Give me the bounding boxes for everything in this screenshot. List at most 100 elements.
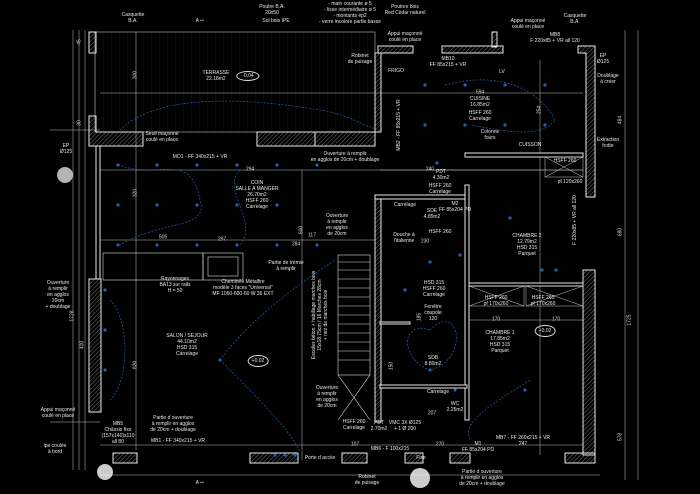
label-window-mb7: MB7 - FF 260x215 + VR 247: [495, 435, 551, 447]
light-point-icon: [315, 163, 319, 167]
section-marker-a: A ⇨: [195, 480, 205, 486]
light-point-icon: [428, 368, 432, 372]
dimension: 1728: [69, 310, 76, 322]
light-point-icon: [218, 358, 222, 362]
dimension: 484: [617, 115, 624, 125]
room-pdt: PDT 4.30m2: [432, 169, 450, 181]
label-ep: EP Ø125: [59, 143, 73, 155]
staircase: [337, 254, 371, 421]
dimension: 400: [79, 340, 86, 350]
light-point-icon: [195, 203, 199, 207]
dimension: 107: [350, 441, 360, 448]
label-fenetre-coupole: Fenêtre coupole 120: [424, 304, 442, 322]
light-point-icon: [554, 268, 558, 272]
light-point-icon: [273, 453, 277, 457]
label-vmc: VMC 3X Ø125 + 1 Ø 200: [388, 420, 422, 432]
label-casquette: Casquette B.A.: [121, 12, 145, 24]
dimension: 284: [291, 241, 301, 248]
label-robinet: Robinet de puisage: [347, 53, 373, 65]
dimension: 170: [551, 316, 561, 323]
room-salle-a-manger: COIN SALLE A MANGER 26.70m2 HSFF 260 Car…: [235, 180, 279, 210]
label-hsff: HSFF 260 Carrelage: [342, 419, 366, 431]
dimension-lines: [50, 30, 639, 480]
label-ouverture: Ouverture à remplir en agglos de 20cm: [325, 213, 349, 237]
level-marker: +0.02: [247, 355, 269, 367]
label-coulee: ipe coulée à bord: [43, 443, 67, 455]
light-point-icon: [403, 288, 407, 292]
room-chambre-2: CHAMBRE 2 12.79m2 HSD 315 Parquet: [512, 233, 542, 257]
label-ep: EP Ø125: [596, 53, 610, 65]
label-window-mb7: F 220x85 + VR all 120: [572, 195, 578, 245]
light-points: [103, 83, 558, 457]
label-window-mb1: MB1 - FF 340x215 + VR: [150, 438, 206, 444]
label-window-mb10: MB10 FF 85x215 + VR: [429, 56, 467, 68]
label-porte-acces: Porte d accès: [304, 455, 336, 461]
dimension: 300: [132, 70, 139, 80]
room-chambre-1: CHAMBRE 1 17.85m2 HSD 315 Parquet: [485, 330, 515, 354]
light-point-icon: [463, 83, 467, 87]
light-point-icon: [195, 163, 199, 167]
light-point-icon: [155, 203, 159, 207]
dimension: 594: [475, 89, 485, 96]
label-garde-corps: - main courante ø 5 - lisse intermédiair…: [319, 1, 381, 25]
label-colonne-fours: Colonne fours: [480, 129, 500, 141]
dimension: 30: [76, 120, 83, 126]
dimension: 294: [245, 166, 255, 173]
dimension: 240: [425, 166, 435, 173]
light-point-icon: [543, 83, 547, 87]
light-point-icon: [423, 123, 427, 127]
label-window-mb6: MB6 - F 100x215: [370, 446, 410, 452]
light-point-icon: [116, 163, 120, 167]
dimension: 600: [298, 225, 305, 235]
dimension: 117: [308, 232, 316, 239]
light-point-icon: [275, 243, 279, 247]
dimension: 230: [420, 238, 430, 245]
room-spec: HSD 315 HSFF 260 Carrelage: [422, 280, 446, 298]
light-point-icon: [428, 260, 432, 264]
light-point-icon: [293, 453, 297, 457]
light-point-icon: [155, 163, 159, 167]
room-terrasse: TERRASSE 22.18m2: [202, 70, 230, 82]
dimension: 820: [132, 360, 139, 370]
label-ouverture: Ouverture à remplir en agglos de 20cm + …: [310, 151, 380, 163]
label-escalier: Escalier béton + habillage marches bois …: [311, 270, 329, 360]
label-ouverture: Ouverture à remplir en agglos de 20cm: [315, 385, 339, 409]
dimension: 150: [388, 361, 395, 371]
dimension: 320: [132, 188, 139, 198]
section-marker-a: A ⇨: [195, 18, 205, 24]
light-point-icon: [103, 328, 107, 332]
label-fixe: Fixe: [416, 455, 426, 461]
label-window-mb5: MB5 Châssis fixe (157x140)x110 all 80: [101, 421, 135, 445]
light-point-icon: [235, 163, 239, 167]
room-spec: HSFF 260 Carrelage: [428, 183, 452, 195]
room-spec: HSFF 260: [428, 229, 452, 235]
dimension: 297: [217, 236, 227, 243]
light-point-icon: [195, 243, 199, 247]
room-sde: SDE 4.85m2: [423, 208, 441, 220]
label-extraction: Extraction hotte: [596, 137, 620, 149]
dimension: 170: [491, 316, 501, 323]
label-poutres-bois: Poutres bois Red Cèdar naturel: [384, 4, 426, 16]
room-salon: SALON / SEJOUR 44.10m2 HSD 315 Carrelage: [166, 333, 208, 357]
dimension: 207: [427, 410, 437, 417]
label-partie-ouverture: Partie d ouverture à remplir en agglos d…: [150, 415, 196, 433]
dimension: 505: [158, 234, 168, 241]
tree-symbols: [57, 167, 430, 488]
light-point-icon: [463, 123, 467, 127]
light-point-icon: [540, 268, 544, 272]
closets: [468, 156, 584, 307]
label-appui: Appui maçonné coulé en place: [40, 407, 76, 419]
light-point-icon: [283, 453, 287, 457]
label-door-m2: M2 FF 85x204 PD: [438, 201, 472, 213]
label-window-mb2: MB2 - FF 85x215 + VR: [396, 99, 402, 151]
label-hsff: HSFF 260: [553, 158, 577, 164]
label-doublage: Doublage à créer: [597, 73, 619, 85]
light-point-icon: [503, 83, 507, 87]
label-tremie: Partie de trémie à remplir: [268, 260, 304, 272]
label-window-mb8: MB8 F 220x85 + VR all 120: [530, 32, 580, 44]
dimension: 254: [536, 105, 543, 115]
room-spec: HSFF 260 Carrelage: [468, 110, 492, 122]
label-pf: pf 120x260: [557, 179, 583, 185]
